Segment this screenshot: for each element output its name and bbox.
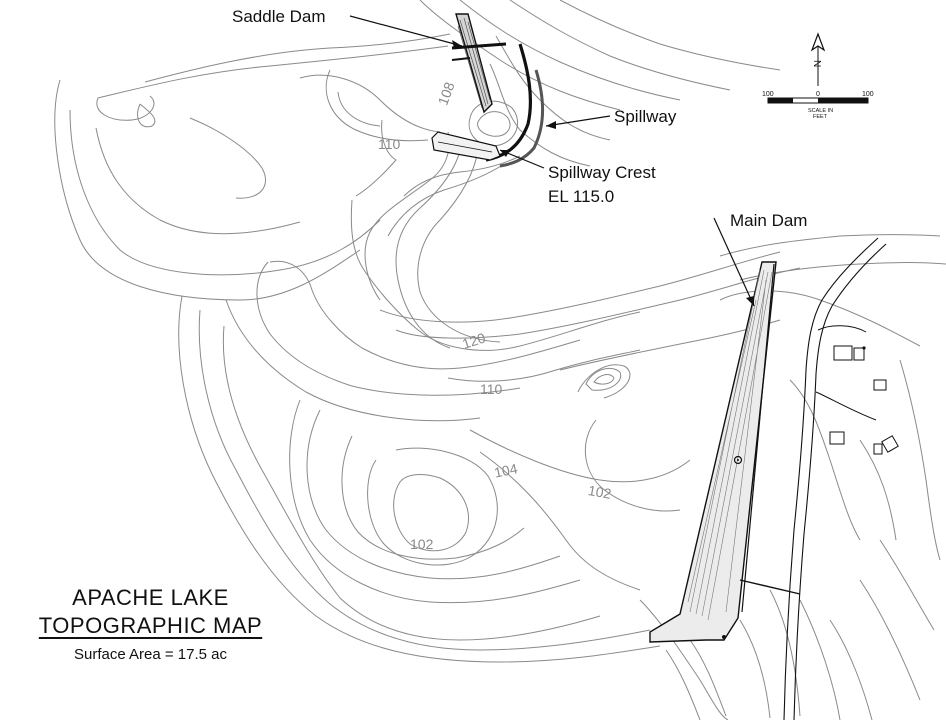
map-subtitle: TOPOGRAPHIC MAP (38, 613, 263, 638)
contour-line (144, 33, 451, 83)
contour-line (769, 589, 801, 717)
contour-line (577, 364, 631, 399)
contour-label-108: 108 (435, 80, 458, 108)
contour-line (222, 325, 601, 641)
contour-line (799, 599, 841, 720)
spillway-crest-label: Spillway Crest (548, 163, 656, 182)
contour-line (54, 79, 361, 301)
contour-line (495, 35, 611, 141)
contour-line (829, 619, 873, 720)
contour-line (256, 261, 521, 396)
saddle-dam-label: Saddle Dam (232, 7, 326, 26)
contour-line (859, 579, 921, 701)
scale-center-value: 0 (816, 91, 820, 98)
scale-bar: 100 0 100 SCALE IN FEET (762, 91, 874, 120)
surface-area: Surface Area = 17.5 ac (73, 646, 228, 663)
contour-line (593, 374, 615, 385)
contour-line (739, 619, 771, 719)
contour-line (393, 474, 469, 552)
contour-line (379, 251, 781, 323)
contour-line (137, 103, 156, 128)
feature-callouts: Saddle Dam Spillway Spillway Crest EL 11… (232, 7, 807, 307)
contour-line (584, 419, 681, 512)
north-arrow: N (810, 32, 826, 86)
contour-line (509, 0, 731, 91)
contour-line (69, 109, 381, 276)
main-dam-leader (713, 217, 755, 307)
main-dam-label: Main Dam (730, 211, 807, 230)
contour-line (689, 639, 727, 717)
scale-right-value: 100 (862, 91, 874, 98)
main-dam (649, 261, 801, 643)
buildings (829, 345, 899, 455)
contour-line (403, 155, 521, 197)
contour-line (479, 451, 641, 591)
contour-line (395, 141, 463, 349)
saddle-dam (451, 13, 507, 114)
contour-line (879, 539, 935, 631)
contour-line (325, 69, 429, 142)
spillway-leader (545, 115, 611, 127)
contour-line (459, 0, 681, 101)
scale-caption-1: SCALE IN (808, 108, 833, 114)
contour-line (395, 267, 801, 339)
contour-line (350, 199, 641, 351)
contour-line (95, 127, 301, 235)
contour-line (341, 435, 525, 560)
map-title-block: APACHE LAKE TOPOGRAPHIC MAP Surface Area… (8, 584, 293, 666)
spillway-crest-elevation: EL 115.0 (548, 187, 614, 206)
spillway-label: Spillway (614, 107, 677, 126)
contour-label-120: 120 (460, 329, 487, 352)
scale-caption-2: FEET (813, 114, 828, 120)
contour-line (899, 359, 941, 561)
contour-line (96, 95, 155, 121)
saddle-dam-leader (349, 15, 463, 47)
north-letter: N (811, 60, 822, 67)
contour-line (299, 74, 441, 133)
contour-line (447, 349, 641, 382)
contour-line (639, 599, 729, 720)
contour-line (417, 149, 501, 343)
contour-label-102-east: 102 (587, 482, 613, 502)
contour-line (419, 0, 621, 111)
contour-line (387, 163, 505, 237)
contour-line (178, 295, 661, 663)
contour-label-104: 104 (493, 460, 519, 481)
contour-line (225, 299, 481, 422)
contour-line (719, 290, 921, 347)
contour-label-110-mid: 110 (480, 381, 503, 397)
contour-line (364, 131, 450, 301)
contour-line (665, 649, 701, 720)
contour-line (585, 368, 622, 391)
contour-line (719, 234, 941, 257)
contour-line (198, 309, 651, 651)
contour-line (469, 429, 691, 483)
contour-line (97, 45, 449, 99)
road (783, 237, 887, 720)
contour-line (789, 379, 861, 541)
scale-left-value: 100 (762, 91, 774, 98)
contour-line (477, 111, 511, 137)
contour-line (859, 439, 897, 541)
contour-line (289, 399, 581, 604)
contour-line (559, 0, 781, 71)
contour-labels: 108 110 120 110 104 102 102 (378, 80, 613, 552)
contour-line (306, 409, 561, 580)
map-title: APACHE LAKE (72, 585, 229, 610)
contour-label-110-north: 110 (378, 136, 401, 152)
contour-line (189, 117, 267, 199)
contour-label-102-south: 102 (410, 536, 434, 552)
contour-line (269, 260, 581, 370)
contour-line (367, 447, 498, 566)
contour-line (337, 91, 381, 127)
contour-line (355, 119, 397, 197)
contour-line (489, 63, 591, 167)
